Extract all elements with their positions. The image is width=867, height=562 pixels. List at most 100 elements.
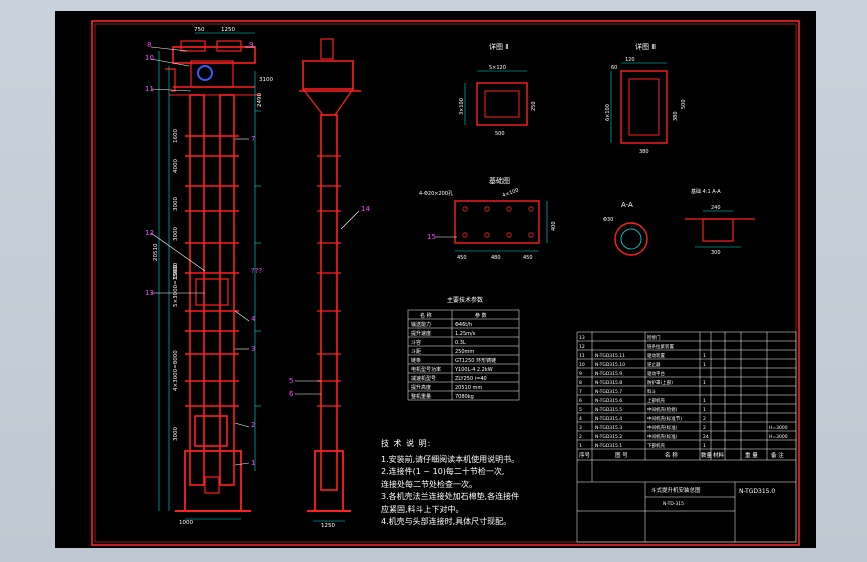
note-line-2: 连接处每二节处检查一次。 <box>381 479 477 489</box>
bom-cell: 逆止器 <box>647 361 661 368</box>
param-row-8-value: 7080kg <box>455 394 474 400</box>
detail-3-dim-2: 450 <box>523 255 533 261</box>
param-row-0-value: Φ46t/h <box>455 322 472 328</box>
detail-flange-2: 详图 Ⅲ 120 6×100 380 380 60 500 <box>605 42 687 155</box>
bom-cell: 5 <box>579 407 582 413</box>
bom-cell: 1 <box>703 398 706 404</box>
callout-1: 1 <box>251 459 255 467</box>
param-header-name: 名 称 <box>420 312 432 319</box>
bom-cell: 链条拉紧装置 <box>647 343 674 350</box>
side-callout-6: 6 <box>289 390 294 398</box>
detail-3-dim-1: 480 <box>491 255 501 261</box>
detail-1-dim-0: 5×120 <box>489 65 506 71</box>
bom-cell: 9 <box>579 371 582 377</box>
detail-5-dim-0: 240 <box>711 205 721 211</box>
bom-cell: 6 <box>579 398 582 404</box>
drawing-canvas: 750 1250 1000 20510 1960 3100 2490 1600 … <box>55 11 816 548</box>
callout-7: 7 <box>251 135 255 143</box>
bom-cell: N-TGD315.4 <box>595 416 622 422</box>
dim-side-0: 3100 <box>259 77 273 83</box>
callout-10: 10 <box>145 54 154 62</box>
callout-3: 3 <box>251 345 255 353</box>
bom-cell: 1 <box>703 353 706 359</box>
bom-cell: 12 <box>579 344 585 350</box>
bom-cell: N-TGD315.9 <box>595 371 622 377</box>
detail-2-dim-3: 380 <box>673 111 679 121</box>
elevator-side-view <box>299 38 361 512</box>
bom-cell: 驱动平台 <box>647 370 665 377</box>
dim-side-5: 3000 <box>173 227 179 241</box>
dim-side-1: 2490 <box>257 93 263 107</box>
bom-cell: 防护罩(上部) <box>647 379 673 386</box>
callout-11: 11 <box>145 85 154 93</box>
bom-cell: 10 <box>579 362 585 368</box>
bom-cell: N-TGD315.2 <box>595 434 622 440</box>
param-row-1-value: 1.25m/s <box>455 331 476 337</box>
bom-cell: 检修门 <box>647 334 661 341</box>
bom-header-name: 名 称 <box>665 451 678 459</box>
bom-cell: 上部机壳 <box>647 397 665 404</box>
detail-2-dim-5: 500 <box>681 99 687 109</box>
detail-3-dim-4: 4×100 <box>502 187 520 198</box>
bom-cell: N-TGD315.5 <box>595 407 622 413</box>
bom-cell: N-TGD315.8 <box>595 380 622 386</box>
detail-section-aa: A-A Φ30 <box>603 201 648 256</box>
front-view-callouts <box>150 46 255 466</box>
callout-8: 8 <box>147 41 151 49</box>
drawing-title: 斗式提升机安装总图 <box>651 486 701 494</box>
bom-header-remark: 备 注 <box>771 451 784 459</box>
note-line-5: 4.机壳与头部连接时,具体尺寸现配。 <box>381 517 512 526</box>
param-row-7-name: 提升高度 <box>411 384 431 391</box>
front-view-callout-text: 8 10 11 9 7 12 13 4 3 2 1 ??? <box>145 41 262 467</box>
detail-3-hole-label: 4-Φ20×200孔 <box>419 190 453 197</box>
detail-3-dim-0: 450 <box>457 255 467 261</box>
detail-base-section: 基础 4:1 A-A 240 300 <box>685 188 755 256</box>
callout-4: 4 <box>251 315 256 323</box>
bom-cell: N-TGD315.11 <box>595 353 625 359</box>
detail-1-dim-3: 250 <box>531 101 537 111</box>
callout-13: 13 <box>145 289 154 297</box>
dim-side-3: 3000 <box>173 197 179 211</box>
bom-cell: 3 <box>579 425 582 431</box>
param-row-8-name: 整机重量 <box>411 393 431 400</box>
bom-cell: 2 <box>579 434 582 440</box>
parameter-table: 主要技术参数 名 称 参 数 输送能力 Φ46t/h 提升速度 <box>407 296 520 401</box>
bom-cell: 7 <box>579 389 582 395</box>
dim-top-1250: 1250 <box>221 27 235 33</box>
side-dim-bottom: 1250 <box>321 523 335 529</box>
dim-side-4: 5×3000=15000 <box>173 262 179 307</box>
callout-12: 12 <box>145 229 154 237</box>
bom-cell: 1 <box>703 407 706 413</box>
notes-title: 技 术 说 明: <box>381 439 432 448</box>
detail-2-dim-2: 380 <box>639 149 649 155</box>
param-row-5-name: 电机型号功率 <box>411 366 441 373</box>
param-row-3-name: 斗距 <box>411 349 421 355</box>
front-view-dim-text: 750 1250 1000 20510 1960 3100 2490 1600 … <box>153 27 273 526</box>
dim-side-7: 3000 <box>173 427 179 441</box>
param-row-6-value: ZLY250 i=40 <box>455 376 487 382</box>
detail-5-dim-1: 300 <box>711 250 721 256</box>
bom-cell: 1 <box>703 443 706 449</box>
detail-2-dim-1: 6×100 <box>605 104 611 121</box>
note-line-3: 3.各机壳法兰连接处加石棉垫,各连接件 <box>381 492 520 501</box>
param-title: 主要技术参数 <box>447 296 483 304</box>
param-row-4-name: 链条 <box>411 357 421 364</box>
detail-3-callout-15: 15 <box>427 233 436 241</box>
param-row-7-value: 20510 mm <box>455 385 482 391</box>
detail-4-title: A-A <box>621 201 633 209</box>
drawing-sheet: 750 1250 1000 20510 1960 3100 2490 1600 … <box>91 20 800 546</box>
bom-cell: N-TGD315.3 <box>595 425 622 431</box>
detail-1-dim-1: 3×100 <box>459 98 465 115</box>
dim-side-8: 4000 <box>173 159 179 173</box>
bom-cell: 1 <box>703 380 706 386</box>
bom-cell: N-TGD315.7 <box>595 389 622 395</box>
bom-header-qty: 数量 <box>701 451 713 459</box>
param-header-value: 参 数 <box>475 312 487 319</box>
detail-4-dim: Φ30 <box>603 217 613 223</box>
param-row-6-name: 减速机型号 <box>411 375 436 382</box>
bom-cell: 13 <box>579 335 585 341</box>
dim-side-6: 4×3000=8000 <box>173 350 179 391</box>
technical-notes: 技 术 说 明: 1.安装前,请仔细阅读本机使用说明书。 2.连接件(1 ~ 1… <box>381 438 561 529</box>
drawing-sub-number: N-TD-315 <box>663 501 684 507</box>
